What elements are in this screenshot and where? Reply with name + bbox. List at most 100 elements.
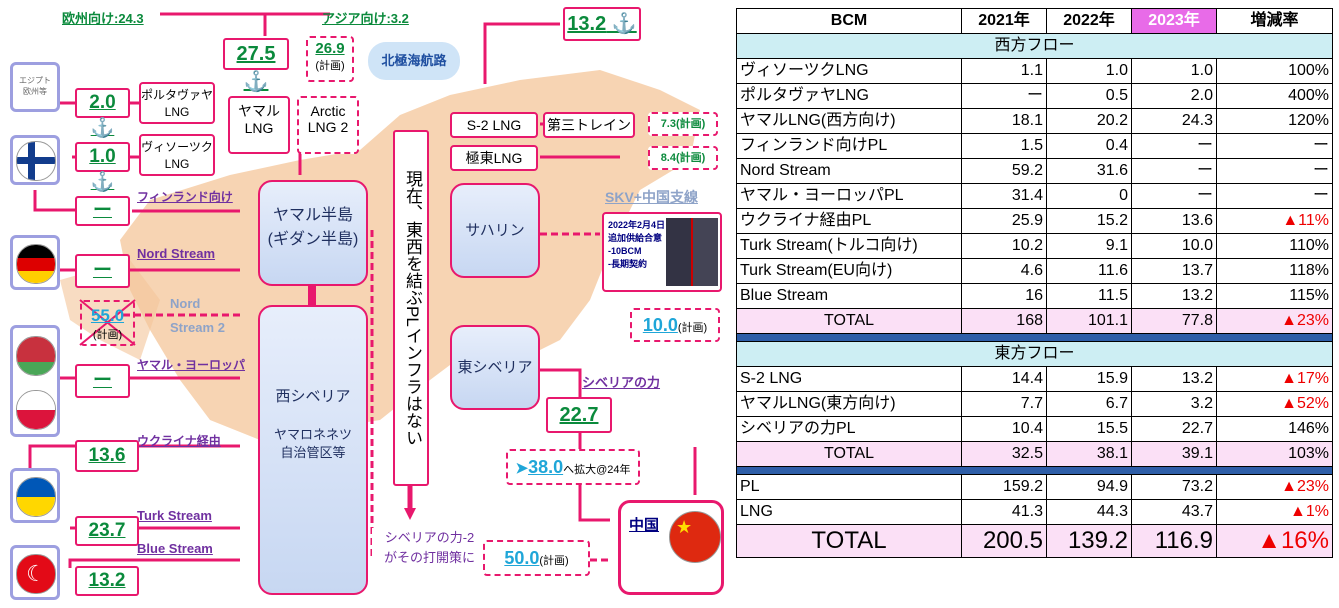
third-train-plan-box: 7.3(計画) — [648, 112, 718, 136]
table-cell: 1.0 — [1131, 58, 1217, 84]
table-cell: 15.9 — [1046, 366, 1132, 392]
table-cell: 10.0 — [1131, 233, 1217, 259]
yamal-europe-value: ー — [75, 364, 130, 398]
bluestream-route-label: Blue Stream — [137, 541, 213, 556]
far-east-lng-box: 極東LNG — [450, 145, 538, 171]
table-cell: 13.2 — [1131, 366, 1217, 392]
vysotsk-lng-box: ヴィソーツク LNG — [139, 134, 215, 176]
china-box: 中国 ★ — [618, 500, 724, 595]
table-cell: 24.3 — [1131, 108, 1217, 134]
table-cell: 25.9 — [961, 208, 1047, 234]
table-cell: 3.2 — [1131, 391, 1217, 417]
table-cell: TOTAL — [736, 308, 962, 334]
table-cell: 103% — [1216, 441, 1333, 467]
table-cell: 0 — [1046, 183, 1132, 209]
table-cell: 159.2 — [961, 474, 1047, 500]
table-cell: 146% — [1216, 416, 1333, 442]
table-cell: 4.6 — [961, 258, 1047, 284]
table-cell: 116.9 — [1131, 524, 1217, 558]
china-flag-icon: ★ — [669, 511, 721, 563]
table-cell: LNG — [736, 499, 962, 525]
table-cell: シベリアの力PL — [736, 416, 962, 442]
table-cell: 15.5 — [1046, 416, 1132, 442]
table-cell: 94.9 — [1046, 474, 1132, 500]
table-cell: 39.1 — [1131, 441, 1217, 467]
table-cell: 20.2 — [1046, 108, 1132, 134]
anchor-icon: ⚓ — [90, 118, 115, 139]
table-cell: ▲23% — [1216, 308, 1333, 334]
table-cell: 13.7 — [1131, 258, 1217, 284]
table-cell: 15.2 — [1046, 208, 1132, 234]
header-2022: 2022年 — [1046, 8, 1132, 34]
table-cell: 10.4 — [961, 416, 1047, 442]
arctic-lng2-box: Arctic LNG 2 — [297, 96, 359, 154]
leaders-photo — [666, 218, 718, 286]
table-cell: ー — [1131, 133, 1217, 159]
belarus-poland-frame — [10, 325, 60, 437]
table-cell: 11.6 — [1046, 258, 1132, 284]
no-pipeline-note: 現在、東西を結ぶPLインフラはない — [393, 130, 429, 486]
skv-route-label: SKV+中国支線 — [605, 189, 698, 205]
anchor-icon: ⚓ — [606, 13, 637, 35]
yamal-europe-route-label: ヤマル・ヨーロッパ — [137, 358, 246, 372]
ukraine-value: 13.6 — [75, 440, 139, 472]
table-cell: 77.8 — [1131, 308, 1217, 334]
bluestream-value: 13.2 — [75, 566, 139, 596]
power-siberia-route-label: シベリアの力 — [582, 375, 661, 390]
anchor-icon: ⚓ — [243, 71, 269, 93]
section-title: 東方フロー — [736, 341, 1333, 367]
table-cell: ▲23% — [1216, 474, 1333, 500]
table-cell: 14.4 — [961, 366, 1047, 392]
s2-total-value: 13.2 ⚓ — [563, 7, 641, 41]
germany-flag-icon — [16, 244, 56, 284]
table-cell: ー — [1216, 158, 1333, 184]
ps-expand-box: ➤38.0へ拡大@24年 — [506, 449, 640, 485]
s2-lng-box: S-2 LNG — [450, 112, 538, 138]
table-cell: 59.2 — [961, 158, 1047, 184]
vysotsk-value: 1.0 ⚓ — [75, 142, 130, 193]
table-cell: ウクライナ経由PL — [736, 208, 962, 234]
table-cell: 22.7 — [1131, 416, 1217, 442]
table-cell: ヤマルLNG(西方向け) — [736, 108, 962, 134]
table-cell: 115% — [1216, 283, 1333, 309]
table-cell: 32.5 — [961, 441, 1047, 467]
yamal-peninsula-region: ヤマル半島 (ギダン半島) — [258, 180, 368, 286]
egypt-europe-box: エジプト 欧州等 — [10, 62, 60, 112]
anchor-icon: ⚓ — [90, 172, 115, 193]
arctic-plan-box: 26.9(計画) — [306, 36, 354, 82]
ukraine-route-label: ウクライナ経由 — [137, 434, 221, 448]
northsea-route-cloud: 北極海航路 — [368, 42, 460, 80]
table-cell: ▲11% — [1216, 208, 1333, 234]
table-cell: 31.4 — [961, 183, 1047, 209]
table-cell: Nord Stream — [736, 158, 962, 184]
table-cell: Turk Stream(EU向け) — [736, 258, 962, 284]
table-cell: 400% — [1216, 83, 1333, 109]
skv-plan-box: 10.0(計画) — [630, 308, 720, 342]
flow-table: BCM 2021年 2022年 2023年 増減率 西方フローヴィソーツクLNG… — [736, 8, 1333, 558]
finland-flag-icon — [16, 141, 56, 181]
asia-export-label: アジア向け:3.2 — [322, 11, 409, 26]
europe-export-label: 欧州向け:24.3 — [62, 11, 144, 26]
table-cell: ー — [1216, 133, 1333, 159]
east-siberia-region: 東シベリア — [450, 325, 540, 410]
table-cell: 6.7 — [1046, 391, 1132, 417]
table-cell: 2.0 — [1131, 83, 1217, 109]
table-cell: 13.2 — [1131, 283, 1217, 309]
table-cell: 1.5 — [961, 133, 1047, 159]
table-cell: ▲17% — [1216, 366, 1333, 392]
ukraine-flag-frame — [10, 468, 60, 523]
germany-flag-frame — [10, 235, 60, 290]
table-cell: 38.1 — [1046, 441, 1132, 467]
header-change: 増減率 — [1216, 8, 1333, 34]
